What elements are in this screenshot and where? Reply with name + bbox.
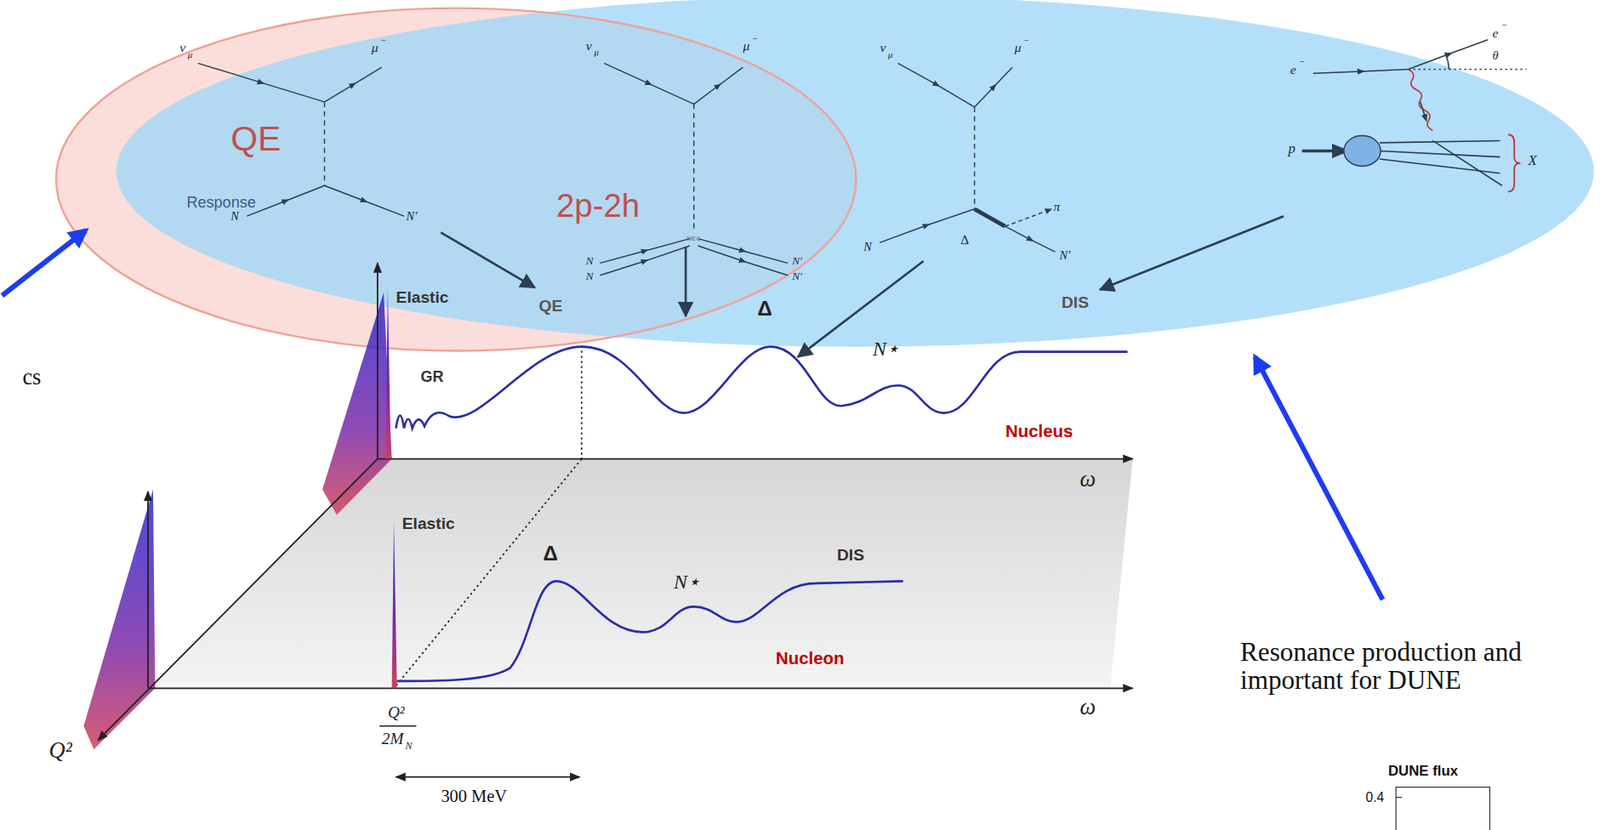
tick-label: 0.4 <box>1366 791 1385 805</box>
subscript: N <box>404 740 412 752</box>
particle-label: μ <box>1014 40 1022 55</box>
vertex-label: MEC <box>687 235 701 243</box>
peak-label: Elastic <box>396 289 450 307</box>
peak-label: QE <box>539 297 564 315</box>
particle-label: N <box>586 255 594 268</box>
fraction-denominator: 2M <box>381 730 405 748</box>
superscript: − <box>751 34 758 44</box>
note-text: Resonance production and important for D… <box>1240 638 1581 695</box>
particle-label: μ <box>371 40 379 55</box>
particle-label: ν <box>879 40 886 55</box>
axis-label: ω <box>1080 695 1097 720</box>
superscript: − <box>1024 35 1030 46</box>
peak-label: Δ <box>542 542 558 564</box>
fraction-numerator: Q² <box>387 704 405 722</box>
axis-label: ω <box>1080 467 1097 492</box>
subscript: μ <box>593 47 598 57</box>
particle-label: π <box>1053 199 1060 214</box>
particle-label: N <box>586 270 594 283</box>
superscript: − <box>1501 20 1507 30</box>
particle-label: N <box>230 210 240 223</box>
particle-label: p <box>1287 141 1295 157</box>
peak-label: Elastic <box>402 515 456 533</box>
peak-label: Δ <box>757 297 772 319</box>
particle-label: ν <box>586 39 593 53</box>
particle-label: e <box>1491 26 1498 40</box>
particle-label: N′ <box>791 255 803 268</box>
particle-label: N′ <box>406 210 418 223</box>
peak-label: N⋆ <box>673 571 701 593</box>
diagram-caption: Response <box>187 194 257 211</box>
axis-label: Q² <box>49 739 73 763</box>
subscript: μ <box>888 50 893 60</box>
particle-label: ν <box>179 40 186 55</box>
particle-label: N <box>863 240 872 254</box>
curve-label: Nucleus <box>1005 422 1073 441</box>
particle-label: X <box>1527 153 1537 169</box>
dimension-label: 300 MeV <box>440 787 507 806</box>
superscript: − <box>381 35 387 46</box>
process-title: 2p-2h <box>556 188 640 223</box>
peak-label: DIS <box>837 546 865 564</box>
superscript: − <box>1299 56 1305 67</box>
subscript: μ <box>187 50 193 60</box>
curve-label: Nucleon <box>775 649 844 668</box>
peak-label: N⋆ <box>872 338 900 360</box>
process-title: QE <box>230 120 281 158</box>
particle-label: N′ <box>791 270 803 283</box>
particle-label: μ <box>743 39 751 53</box>
particle-label: e <box>1290 62 1297 77</box>
peak-label: GR <box>420 369 444 386</box>
particle-label: Δ <box>960 233 969 247</box>
chart-title: DUNE flux <box>1388 763 1458 780</box>
particle-label: N′ <box>1059 249 1071 262</box>
cut-off-text: cs <box>22 365 41 390</box>
peak-label: DIS <box>1061 294 1089 312</box>
angle-label: θ <box>1491 49 1498 63</box>
